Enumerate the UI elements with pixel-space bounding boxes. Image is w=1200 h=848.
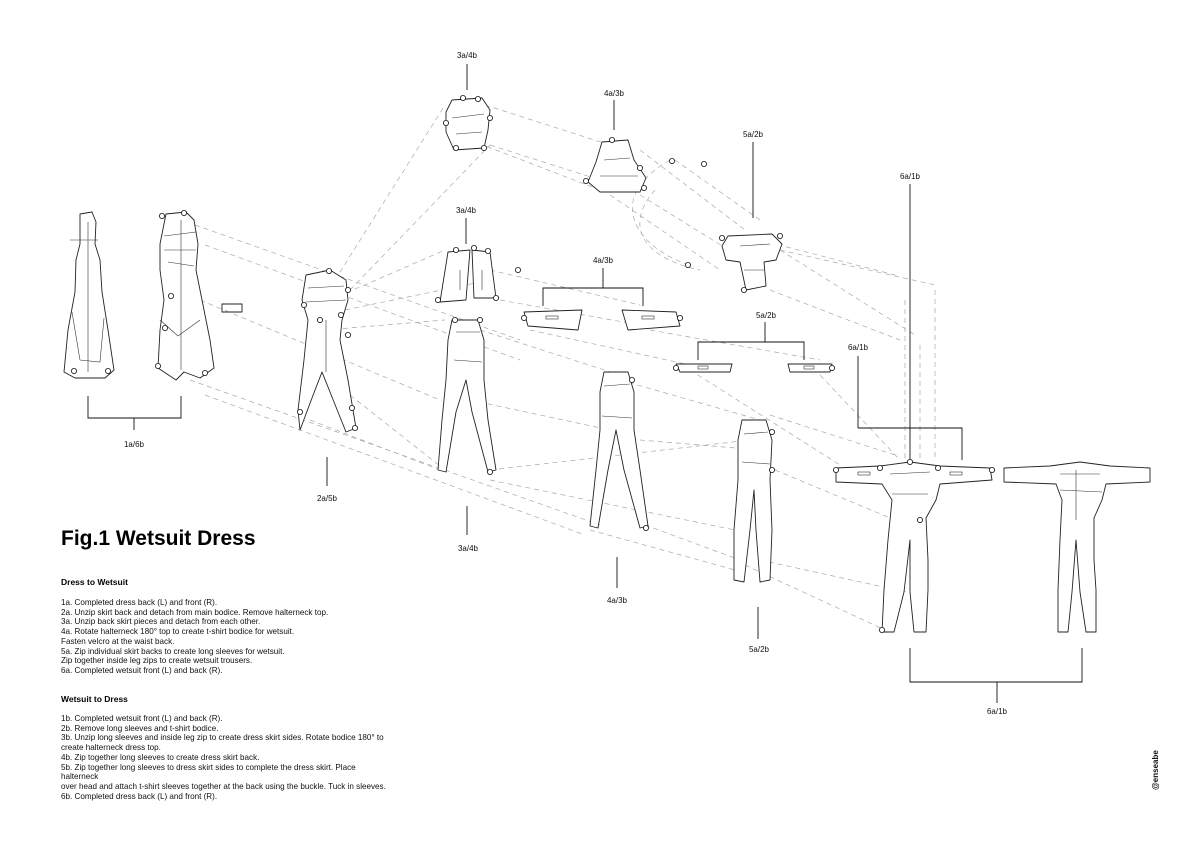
step-label-6a-1b-bottom: 6a/1b [986, 707, 1008, 716]
step-text: 3b. Unzip long sleeves and inside leg zi… [61, 733, 384, 743]
sleeve-piece-left-drawing [521, 309, 583, 331]
wetsuit-back-drawing [1003, 461, 1151, 633]
long-sleeve-left-drawing [673, 363, 733, 373]
step-label-3a-4b-bottom: 3a/4b [457, 544, 479, 553]
step4-mid-bracket [542, 268, 644, 306]
step-text: 5b. Zip together long sleeves to dress s… [61, 762, 356, 782]
step-label-5a-2b-mid: 5a/2b [755, 311, 777, 320]
step1-bracket [87, 396, 182, 430]
author-credit: @enseabe [1151, 750, 1160, 790]
wetsuit-to-dress-heading: Wetsuit to Dress [61, 694, 128, 704]
step-label-4a-3b-mid: 4a/3b [592, 256, 614, 265]
skirt-back-pieces-drawing [434, 244, 522, 303]
step-label-2a-5b: 2a/5b [316, 494, 338, 503]
wetsuit-to-dress-steps: 1b. Completed wetsuit front (L) and back… [61, 714, 391, 801]
t-shirt-bodice-drawing [583, 136, 708, 193]
step5-mid-bracket [697, 322, 805, 360]
wetsuit-front-drawing [833, 458, 996, 634]
figure-title: Fig.1 Wetsuit Dress [61, 527, 256, 550]
step-text: Fasten velcro at the waist back. [61, 636, 175, 646]
step-label-4a-3b-top: 4a/3b [603, 89, 625, 98]
step-label-6a-1b-mid: 6a/1b [847, 343, 869, 352]
step-text: 6a. Completed wetsuit front (L) and back… [61, 665, 223, 675]
halterneck-top-drawing [442, 95, 493, 151]
step-label-1a-6b: 1a/6b [123, 440, 145, 449]
step-text: 1a. Completed dress back (L) and front (… [61, 598, 218, 607]
step-text: over head and attach t-shirt sleeves tog… [61, 781, 386, 791]
rotated-bodice-drawing [685, 232, 784, 293]
step-text: 4b. Zip together long sleeves to create … [61, 752, 260, 762]
step-text: 1b. Completed wetsuit front (L) and back… [61, 714, 223, 723]
step6-mid-bracket [857, 356, 963, 460]
step-text: 6b. Completed dress back (L) and front (… [61, 791, 218, 801]
velcro-tab-drawing [221, 303, 243, 313]
step-text: 5a. Zip individual skirt backs to create… [61, 646, 285, 656]
dress-skirt-unzipped-drawing [296, 267, 358, 433]
step-text: Zip together inside leg zips to create w… [61, 656, 253, 666]
step-text: create halterneck dress top. [61, 743, 161, 753]
body-with-bodice-drawing [733, 419, 776, 583]
step-label-3a-4b-mid: 3a/4b [455, 206, 477, 215]
step-label-5a-2b-bottom: 5a/2b [748, 645, 770, 654]
dress-back-drawing [63, 211, 115, 379]
step-label-5a-2b-top: 5a/2b [742, 130, 764, 139]
body-sleeveless-drawing [589, 371, 650, 532]
step-label-3a-4b-top: 3a/4b [456, 51, 478, 60]
step-text: 4a. Rotate halterneck 180° top to create… [61, 627, 295, 637]
sleeve-piece-right-drawing [621, 309, 684, 331]
step-text: 3a. Unzip back skirt pieces and detach f… [61, 617, 261, 627]
step6-bottom-bracket [909, 648, 1083, 703]
body-zipped-legs-drawing [437, 316, 497, 475]
step-text: 2b. Remove long sleeves and t-shirt bodi… [61, 723, 219, 733]
dress-front-drawing [154, 209, 215, 381]
step-label-6a-1b-top: 6a/1b [899, 172, 921, 181]
step-label-4a-3b-bottom: 4a/3b [606, 596, 628, 605]
dress-to-wetsuit-heading: Dress to Wetsuit [61, 577, 128, 587]
step-text: 2a. Unzip skirt back and detach from mai… [61, 607, 329, 617]
long-sleeve-right-drawing [787, 363, 836, 373]
dress-to-wetsuit-steps: 1a. Completed dress back (L) and front (… [61, 598, 391, 676]
